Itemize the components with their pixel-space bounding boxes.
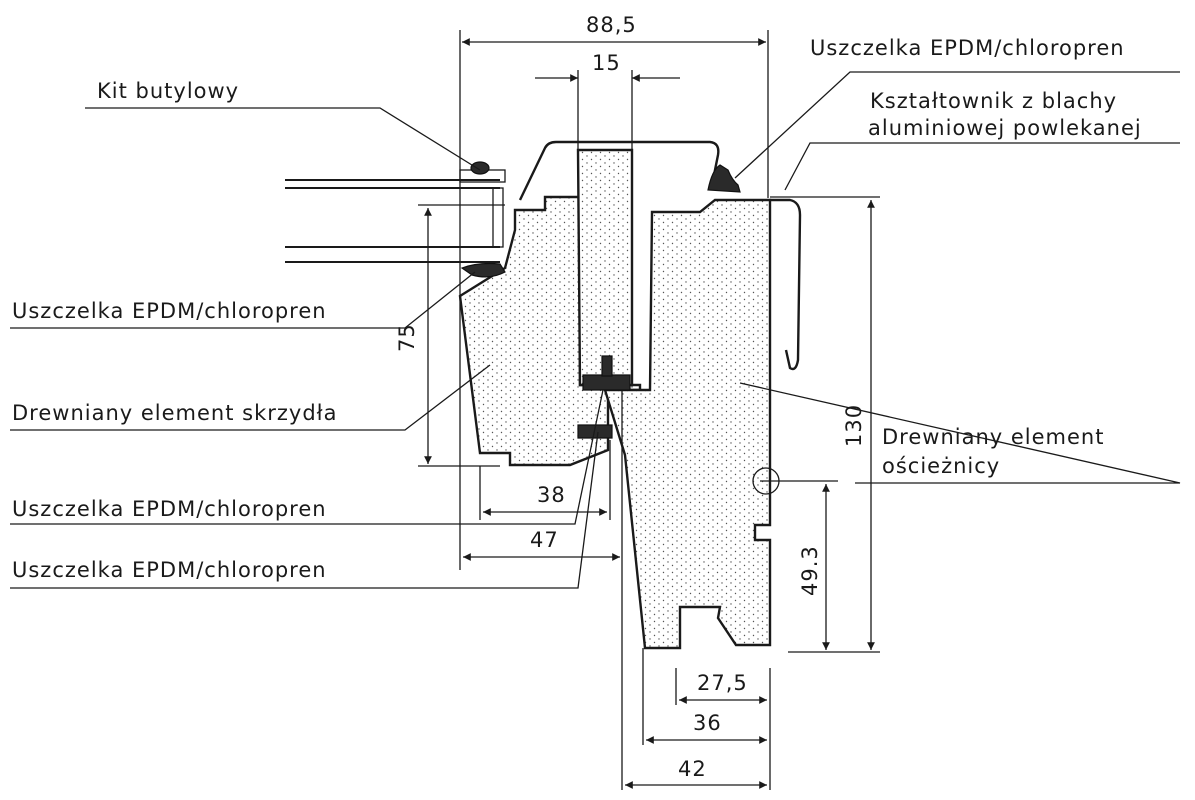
seal-sash-tip	[601, 355, 613, 377]
sash-inner-profile	[576, 148, 634, 387]
aluminium-drip-profile	[770, 198, 802, 371]
dim-27-5: 27,5	[697, 671, 748, 695]
dim-88-5: 88,5	[586, 13, 637, 37]
dim-75: 75	[395, 323, 419, 352]
dim-15: 15	[592, 51, 621, 75]
label-drewniany-osciez-2: ościeżnicy	[882, 454, 1000, 478]
seal-sash-mid	[582, 374, 631, 391]
glazing-unit	[285, 169, 506, 263]
dim-42: 42	[678, 757, 707, 781]
label-uszczelka-mid: Uszczelka EPDM/chloropren	[12, 497, 327, 521]
seal-glass	[460, 262, 506, 278]
label-uszczelka-low: Uszczelka EPDM/chloropren	[12, 558, 327, 582]
dim-47: 47	[530, 528, 559, 552]
label-drewniany-osciez-1: Drewniany element	[882, 425, 1104, 449]
label-kit-butylowy: Kit butylowy	[97, 79, 239, 103]
seal-sash-low	[577, 424, 613, 439]
seal-top-right	[707, 164, 741, 193]
dimension-lines	[418, 30, 880, 790]
dim-49-3: 49.3	[798, 545, 822, 596]
sash-wooden-element	[458, 195, 642, 467]
dim-130: 130	[842, 404, 866, 447]
seals	[460, 161, 741, 439]
butyl-putty-seal	[470, 161, 490, 175]
label-ksztaltownik-2: aluminiowej powlekanej	[868, 116, 1142, 140]
label-ksztaltownik-1: Kształtownik z blachy	[870, 89, 1117, 113]
aluminium-cover-profile	[518, 140, 720, 201]
dim-38: 38	[537, 483, 566, 507]
label-uszczelka-top: Uszczelka EPDM/chloropren	[810, 36, 1125, 60]
dim-36: 36	[693, 711, 722, 735]
label-uszczelka-glass: Uszczelka EPDM/chloropren	[12, 299, 327, 323]
label-drewniany-skrzydla: Drewniany element skrzydła	[12, 401, 338, 425]
leader-lines	[10, 71, 1181, 589]
